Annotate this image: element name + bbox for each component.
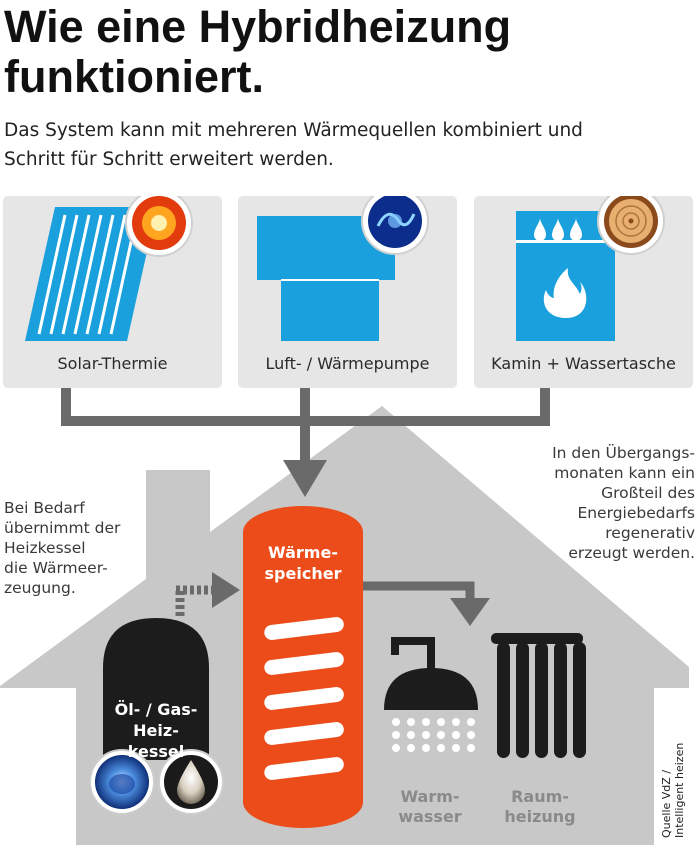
water-drops-icon xyxy=(392,718,475,752)
boiler-label: Öl- / Gas- Heiz- kessel xyxy=(114,700,198,761)
heat-coil-icon xyxy=(264,617,344,780)
source-card-heat-pump: Luft- / Wärmepumpe xyxy=(238,196,457,388)
air-energy-icon xyxy=(361,196,429,255)
storage-label: Wärme- speicher xyxy=(264,543,342,583)
subtitle-line-2: Schritt für Schritt erweitert werden. xyxy=(4,149,334,170)
title-line-1: Wie eine Hybridheizung xyxy=(4,1,512,52)
title-line-2: funktioniert. xyxy=(4,51,264,102)
note-boiler-on-demand: Bei Bedarf übernimmt der Heizkessel die … xyxy=(4,499,121,597)
oil-drop-icon xyxy=(158,749,224,815)
note-transition-months: In den Übergangs- monaten kann ein Großt… xyxy=(552,444,695,562)
subtitle: Das System kann mit mehreren Wärmequelle… xyxy=(4,116,583,174)
chimney xyxy=(146,470,210,590)
sun-icon xyxy=(125,196,193,257)
shower-icon xyxy=(384,637,478,710)
source-credit: Quelle VdZ / Intelligent heizen xyxy=(660,742,686,838)
storage-outlet-pipe xyxy=(360,581,490,626)
radiator-icon xyxy=(491,633,586,758)
supply-pipes xyxy=(61,388,550,462)
card-label-solar: Solar-Thermie xyxy=(57,354,168,373)
solar-panel-icon xyxy=(25,207,157,341)
source-card-fireplace: Kamin + Wassertasche xyxy=(474,196,693,388)
boiler-pipe xyxy=(175,572,240,616)
fireplace-icon xyxy=(516,211,615,341)
boiler xyxy=(103,618,209,760)
heat-storage-tank xyxy=(243,506,363,828)
source-card-solar: Solar-Thermie xyxy=(3,196,222,388)
room-heating-label: Raum- heizung xyxy=(504,787,576,826)
card-label-heat-pump: Luft- / Wärmepumpe xyxy=(265,354,430,373)
subtitle-line-1: Das System kann mit mehreren Wärmequelle… xyxy=(4,120,583,141)
pipe-arrow-down xyxy=(283,460,327,497)
page-title: Wie eine Hybridheizung funktioniert. xyxy=(4,2,511,102)
flame-icon xyxy=(543,268,587,318)
gas-flame-icon xyxy=(89,749,155,815)
wood-log-icon xyxy=(597,196,665,255)
warm-water-label: Warm- wasser xyxy=(398,787,462,826)
card-label-fireplace: Kamin + Wassertasche xyxy=(491,354,676,373)
